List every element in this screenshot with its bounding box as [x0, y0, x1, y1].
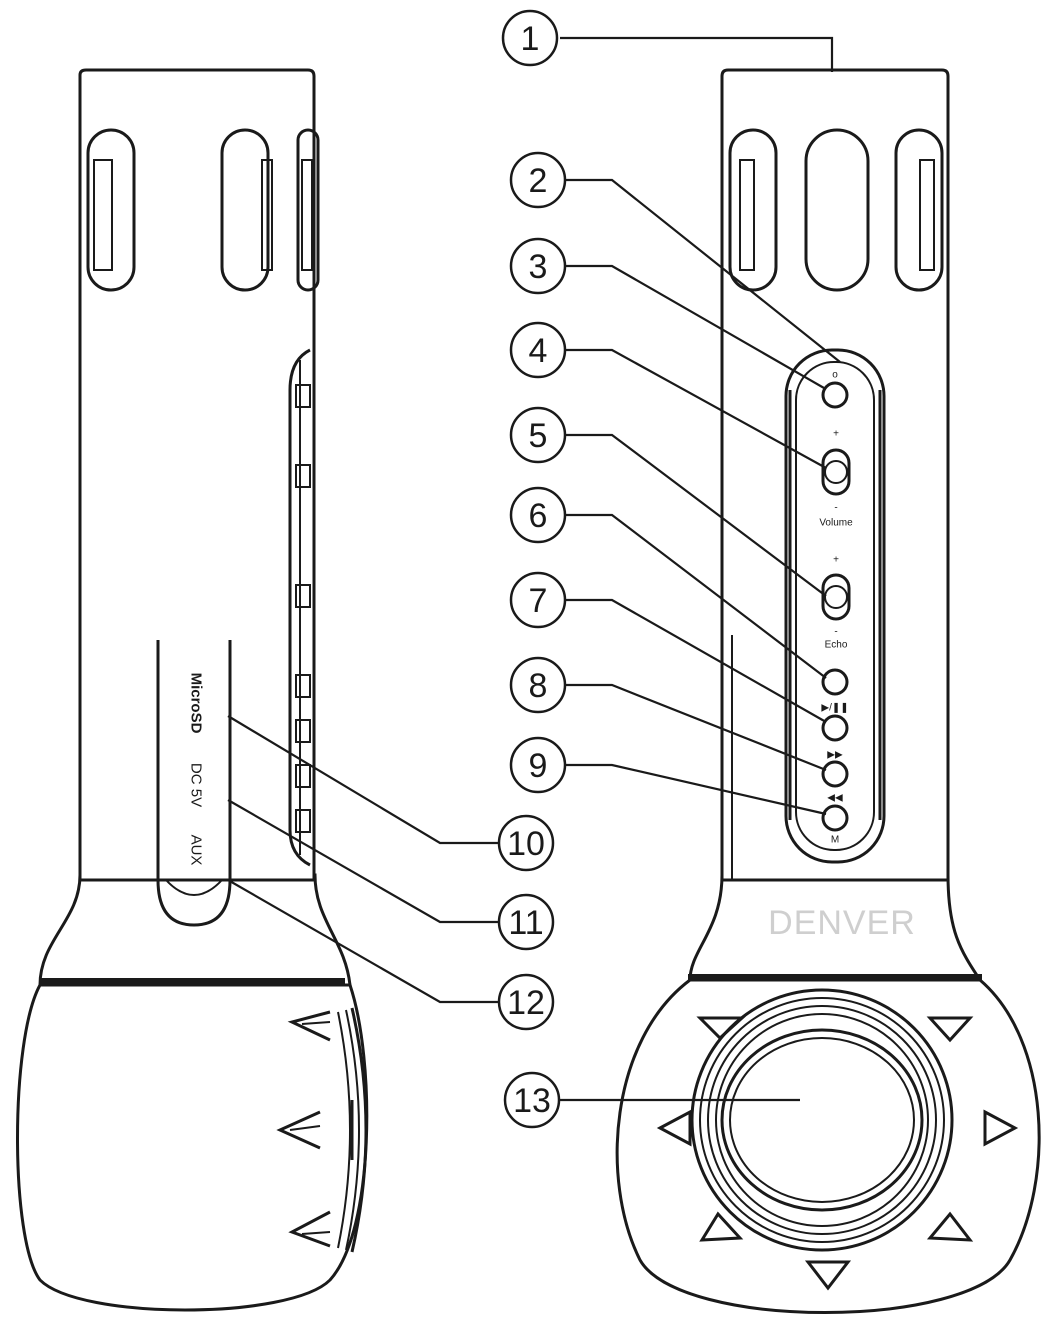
svg-text:10: 10	[507, 825, 545, 863]
callout-4: 4	[509, 321, 567, 379]
side-view-band	[40, 978, 345, 986]
side-spike-top	[287, 1010, 331, 1042]
echo-minus-label: -	[834, 627, 837, 638]
svg-text:8: 8	[529, 667, 548, 705]
callout-5: 5	[509, 406, 567, 464]
svg-text:11: 11	[508, 904, 543, 942]
power-label: o	[832, 370, 838, 381]
callout-1: 1	[501, 9, 559, 67]
button-9-mode[interactable]	[821, 804, 849, 832]
front-view-slot-1	[728, 128, 778, 292]
leader-6	[566, 513, 827, 679]
side-button-bump	[295, 674, 311, 698]
port-label-microsd: MicroSD	[188, 673, 205, 734]
leader-10	[227, 715, 498, 845]
callout-2: 2	[509, 151, 567, 209]
volume-rocker[interactable]	[821, 448, 851, 496]
front-view-microphone: o + - Volume + - Echo ▶/❚❚ ▶▶ ◀◀ M DENVE…	[615, 68, 1041, 1314]
svg-text:6: 6	[529, 497, 548, 535]
volume-minus-label: -	[834, 503, 837, 514]
svg-text:▶▶: ▶▶	[827, 750, 843, 761]
leader-11	[227, 799, 498, 924]
leader-7	[566, 598, 827, 723]
front-spike	[804, 1260, 852, 1291]
port-label-aux: AUX	[188, 835, 205, 866]
callout-6: 6	[509, 486, 567, 544]
callout-13: 13	[503, 1071, 561, 1129]
echo-rocker[interactable]	[821, 573, 851, 621]
front-view-slot-2	[804, 128, 870, 292]
svg-text:12: 12	[507, 984, 545, 1022]
svg-text:2: 2	[529, 162, 548, 200]
leader-4	[566, 348, 827, 469]
volume-label: Volume	[819, 518, 853, 529]
power-button[interactable]	[821, 381, 849, 409]
leader-3	[566, 264, 825, 389]
echo-plus-label: +	[833, 555, 839, 566]
side-view-microphone: MicroSD DC 5V AUX	[16, 68, 369, 1312]
svg-text:4: 4	[529, 332, 548, 370]
callout-11: 11	[497, 893, 555, 951]
front-view-band	[688, 974, 982, 980]
svg-text:M: M	[831, 835, 839, 846]
callout-9: 9	[509, 736, 567, 794]
callout-3: 3	[509, 237, 567, 295]
button-7-play-pause[interactable]	[821, 714, 849, 742]
side-button-bump	[295, 584, 311, 608]
svg-text:◀◀: ◀◀	[827, 793, 843, 804]
side-button-bump	[295, 764, 311, 788]
side-view-grille-rim	[350, 1007, 368, 1253]
side-button-bump	[295, 719, 311, 743]
leader-2	[566, 178, 841, 363]
svg-text:7: 7	[529, 582, 548, 620]
leader-9	[566, 763, 827, 816]
side-view-slot-3	[296, 128, 320, 292]
echo-label: Echo	[825, 640, 848, 651]
button-8-next[interactable]	[821, 760, 849, 788]
svg-text:13: 13	[513, 1082, 551, 1120]
svg-text:3: 3	[529, 248, 548, 286]
side-button-bump	[295, 384, 311, 408]
front-spike	[983, 1109, 1019, 1147]
port-label-dc: DC 5V	[188, 763, 205, 807]
volume-plus-label: +	[833, 429, 839, 440]
brand-logo: DENVER	[768, 904, 916, 942]
leader-5	[566, 433, 827, 597]
front-spike	[926, 1016, 974, 1043]
button-6[interactable]	[821, 668, 849, 696]
leader-1	[560, 36, 834, 72]
control-panel	[784, 348, 886, 864]
port-panel	[156, 640, 232, 927]
speaker-inner-disc	[720, 1028, 924, 1212]
svg-text:5: 5	[529, 417, 548, 455]
side-view-rail	[288, 348, 311, 867]
front-view-slot-3	[894, 128, 944, 292]
front-view-handle	[720, 68, 950, 882]
callout-8: 8	[509, 656, 567, 714]
leader-8	[566, 683, 827, 772]
front-spike	[696, 1016, 746, 1041]
front-spike	[926, 1211, 974, 1242]
callouts: 1 2 3 4 5 6 7 8	[497, 9, 567, 1129]
side-view-slot-1	[86, 128, 136, 292]
side-button-bump	[295, 464, 311, 488]
svg-text:9: 9	[529, 747, 548, 785]
side-view-slot-2	[220, 128, 270, 292]
side-view-neck	[38, 873, 352, 987]
leader-lines	[227, 36, 841, 1102]
svg-text:1: 1	[521, 20, 540, 58]
side-button-bump	[295, 809, 311, 833]
svg-text:▶/❚❚: ▶/❚❚	[821, 703, 848, 714]
leader-12	[227, 879, 498, 1004]
callout-7: 7	[509, 571, 567, 629]
speaker-outer-ring	[690, 988, 954, 1252]
callout-10: 10	[497, 814, 555, 872]
side-spike-bottom	[288, 1210, 331, 1248]
front-spike	[699, 1211, 744, 1242]
front-spike	[656, 1109, 692, 1147]
callout-12: 12	[497, 973, 555, 1031]
side-view-handle	[78, 68, 316, 882]
side-spike-middle	[276, 1110, 321, 1150]
